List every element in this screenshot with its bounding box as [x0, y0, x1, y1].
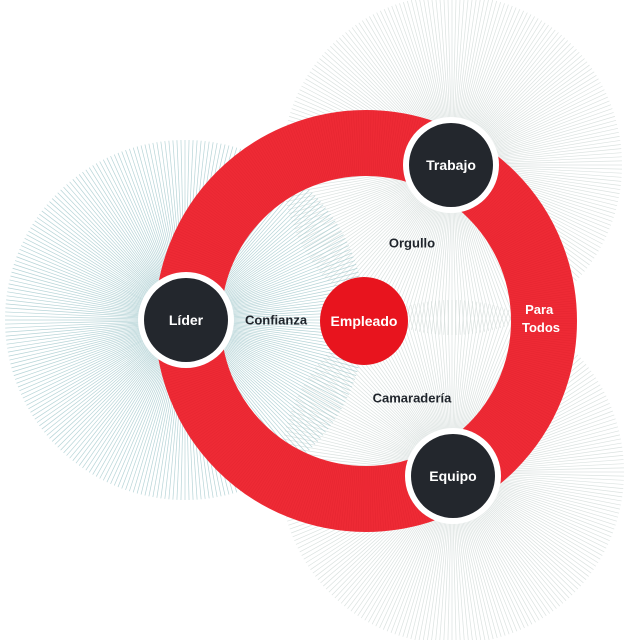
ring-label-line-2: Todos	[522, 320, 560, 335]
node-label-trabajo: Trabajo	[426, 157, 476, 173]
ring-label-line-1: Para	[525, 302, 554, 317]
node-label-lider: Líder	[169, 312, 204, 328]
node-trabajo[interactable]: Trabajo	[403, 117, 499, 213]
node-lider[interactable]: Líder	[138, 272, 234, 368]
relation-label-camaraderia: Camaradería	[373, 391, 453, 406]
ring-label-para-todos: Para Todos	[522, 302, 560, 335]
node-label-empleado: Empleado	[331, 313, 398, 329]
relation-label-orgullo: Orgullo	[389, 236, 435, 251]
node-label-equipo: Equipo	[429, 468, 476, 484]
relation-label-confianza: Confianza	[245, 313, 308, 328]
node-empleado[interactable]: Empleado	[320, 277, 408, 365]
node-equipo[interactable]: Equipo	[405, 428, 501, 524]
